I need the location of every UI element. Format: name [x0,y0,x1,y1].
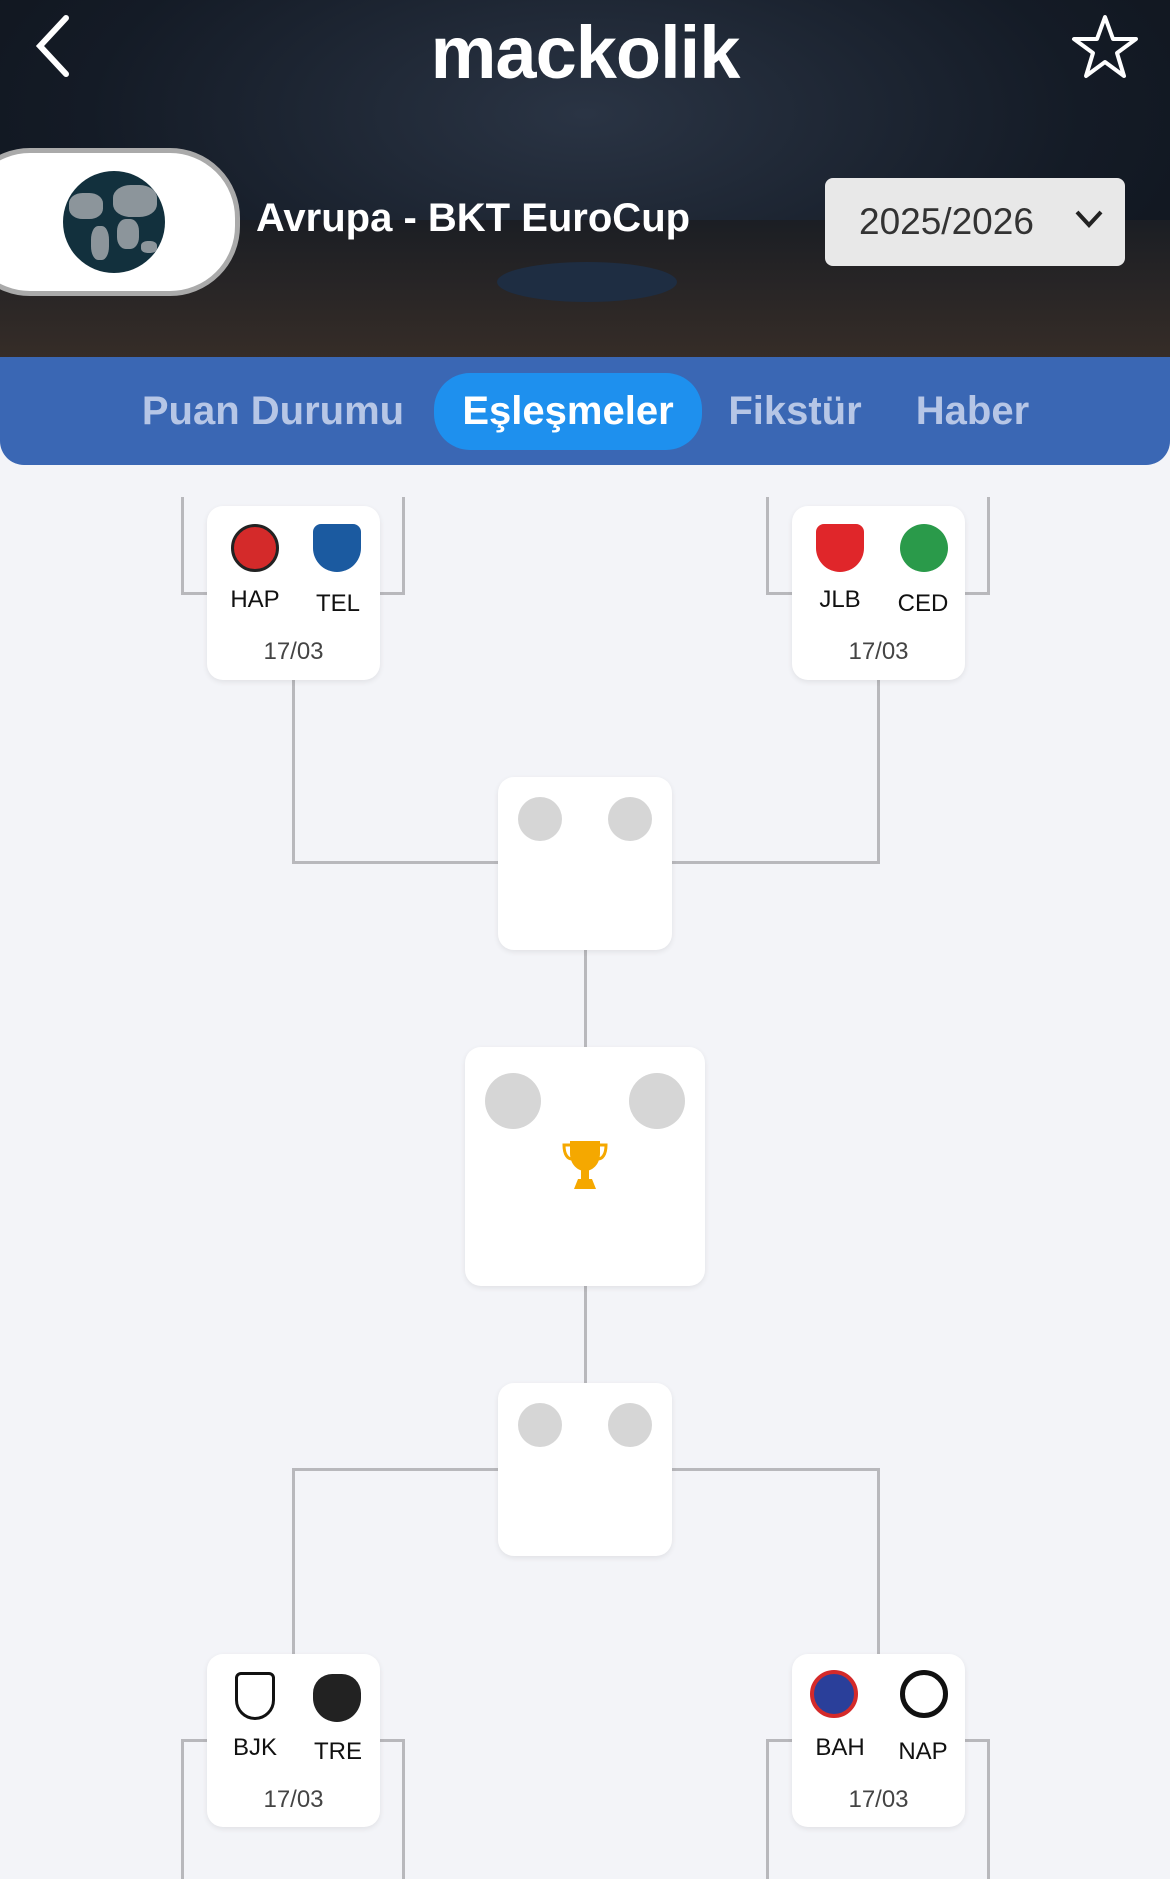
team-logo-hap [231,524,279,572]
team-logo-ced [900,524,948,572]
tab-eslesmeler[interactable]: Eşleşmeler [434,373,702,450]
favorite-star-icon[interactable] [1070,12,1140,82]
team-away: TRE [314,1738,362,1765]
final-card[interactable] [465,1047,705,1286]
team-placeholder [485,1073,541,1129]
tab-haber[interactable]: Haber [915,389,1030,433]
match-card-top-left[interactable]: HAP TEL 17/03 [207,506,380,680]
semifinal-card-bottom[interactable] [498,1383,672,1556]
season-value: 2025/2026 [859,201,1034,242]
tab-puan-durumu[interactable]: Puan Durumu [141,389,405,433]
team-logo-jlb [816,524,864,572]
brand-logo: mackolik [430,11,741,94]
team-home: BJK [232,1734,277,1761]
team-placeholder [518,797,562,841]
match-card-top-right[interactable]: JLB CED 17/03 [792,506,965,680]
trophy-icon [562,1141,608,1189]
match-date: 17/03 [848,638,909,665]
semifinal-card-top[interactable] [498,777,672,950]
team-placeholder [608,1403,652,1447]
team-logo-nap [900,1670,948,1718]
team-logo-bjk [235,1672,275,1720]
team-home: HAP [230,586,280,613]
team-home: JLB [819,586,861,613]
tab-fikstur[interactable]: Fikstür [728,389,862,433]
team-placeholder [518,1403,562,1447]
team-placeholder [608,797,652,841]
team-logo-tel [313,524,361,572]
league-title: Avrupa - BKT EuroCup [256,196,691,240]
team-logo-tre [313,1674,361,1722]
chevron-down-icon [1075,210,1103,228]
team-logo-bah [810,1670,858,1718]
court-center-circle [497,262,677,302]
globe-icon [63,171,165,273]
match-date: 17/03 [263,1786,324,1813]
season-dropdown[interactable]: 2025/2026 [825,178,1125,266]
team-placeholder [629,1073,685,1129]
match-date: 17/03 [263,638,324,665]
match-card-bottom-right[interactable]: BAH NAP 17/03 [792,1654,965,1827]
match-date: 17/03 [848,1786,909,1813]
back-icon[interactable] [30,12,80,82]
team-away: NAP [898,1738,948,1765]
match-card-bottom-left[interactable]: BJK TRE 17/03 [207,1654,380,1827]
team-home: BAH [815,1734,865,1761]
tab-bar: Puan Durumu Eşleşmeler Fikstür Haber [0,357,1170,465]
team-away: CED [897,590,949,617]
league-header: mackolik Avrupa - BKT EuroCup 2025/2026 [0,0,1170,380]
team-away: TEL [315,590,360,617]
